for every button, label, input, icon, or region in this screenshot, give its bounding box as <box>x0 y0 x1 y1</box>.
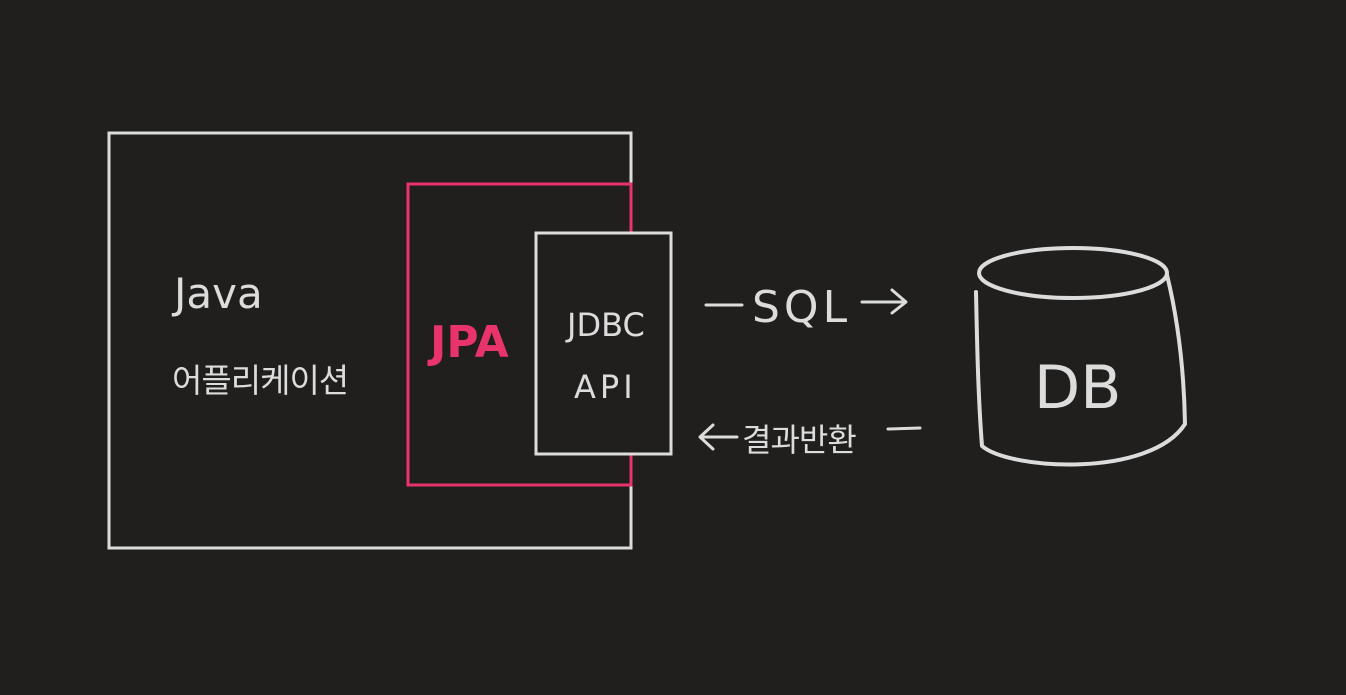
java-application-title: Java <box>171 269 263 318</box>
database-top-ellipse <box>977 246 1169 300</box>
sql-request-arrow: SQL <box>704 282 908 333</box>
database-cylinder: DB <box>974 246 1187 467</box>
result-label: 결과반환 <box>742 421 856 459</box>
jdbc-api-box: JDBC API <box>534 231 673 456</box>
api-label: API <box>574 368 637 406</box>
result-arrow-tail <box>886 426 922 431</box>
java-application-subtitle: 어플리케이션 <box>172 361 348 400</box>
jpa-label: JPA <box>427 317 509 368</box>
database-body-outline <box>974 273 1187 467</box>
sql-label: SQL <box>752 282 851 333</box>
java-application-box: Java 어플리케이션 <box>107 131 633 550</box>
jdbc-label: JDBC <box>565 306 645 344</box>
jdbc-api-frame <box>534 231 673 456</box>
right-arrowhead-icon <box>890 288 908 315</box>
database-label: DB <box>1034 353 1121 423</box>
result-return-arrow: 결과반환 <box>698 421 922 459</box>
